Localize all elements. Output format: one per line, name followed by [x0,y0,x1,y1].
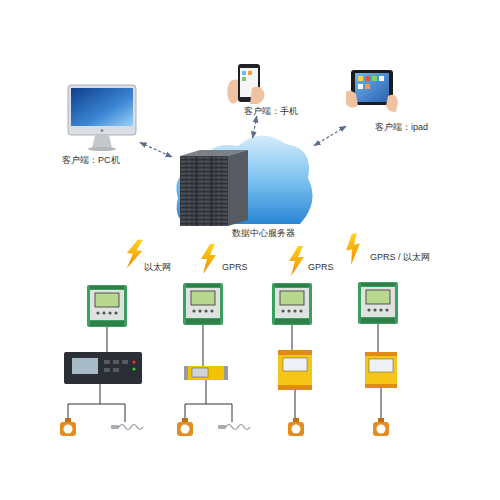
pc-icon [68,85,136,151]
temperature-probe [111,425,250,430]
tablet-client: 客户端：ipad [346,66,432,134]
node-label: 客户端：PC机 [62,155,120,165]
dashed-link [314,126,346,146]
tablet-icon [346,70,398,112]
data-center-server: 数据中心服务器 [172,138,314,240]
wireless-bolt [125,233,364,276]
network-label: GPRS [222,262,248,272]
dashed-link [253,116,257,138]
network-label: GPRS [308,262,334,272]
node-label: 数据中心服务器 [232,228,295,238]
network-label: GPRS / 以太网 [370,252,430,262]
network-label: 以太网 [144,262,171,272]
dashed-link [140,143,172,157]
node-label: 客户端：ipad [375,122,428,132]
monitor-device [87,282,398,327]
phone-client: 客户端：手机 [222,60,302,116]
panel-device [64,352,142,384]
current-transformer [60,418,389,436]
phone-icon [227,64,264,104]
pc-client: 客户端：PC机 [58,82,140,166]
detector-device [184,350,397,390]
node-label: 客户端：手机 [244,106,298,116]
server-cloud-icon [176,135,312,226]
